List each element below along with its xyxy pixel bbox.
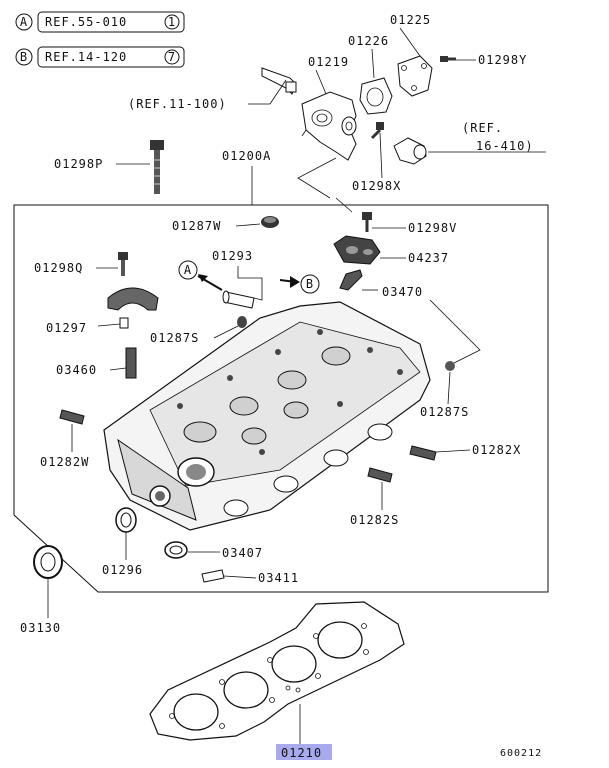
- svg-text:A: A: [184, 263, 192, 277]
- label-01282x: 01282X: [472, 443, 521, 457]
- label-01219: 01219: [308, 55, 349, 69]
- reference-b[interactable]: B REF.14-120 7: [15, 46, 185, 68]
- seal-01296[interactable]: [115, 507, 137, 533]
- svg-text:B: B: [20, 50, 28, 64]
- seal-03407[interactable]: [164, 541, 188, 559]
- label-01298y: 01298Y: [478, 53, 527, 67]
- reference-a[interactable]: A REF.55-010 1: [15, 11, 185, 33]
- label-03130: 03130: [20, 621, 61, 635]
- label-01282s: 01282S: [350, 513, 399, 527]
- label-03470: 03470: [382, 285, 423, 299]
- svg-text:1: 1: [168, 15, 176, 29]
- label-03411: 03411: [258, 571, 299, 585]
- label-01287s-b: 01287S: [420, 405, 469, 419]
- bolt-01298q[interactable]: [118, 252, 128, 276]
- gasket-03411[interactable]: [201, 569, 225, 583]
- ref-b-text: REF.14-120: [45, 50, 127, 64]
- ref-b-box: [37, 46, 185, 68]
- ref-a-text: REF.55-010: [45, 15, 127, 29]
- head-gasket-01210[interactable]: [149, 601, 405, 741]
- label-01210[interactable]: 01210: [281, 746, 322, 760]
- stud-01282x[interactable]: [409, 445, 437, 461]
- label-01210-highlight: [276, 744, 332, 760]
- gasket-01226[interactable]: [359, 77, 393, 115]
- label-01293: 01293: [212, 249, 253, 263]
- bolt-01298y[interactable]: [440, 56, 456, 62]
- label-01225: 01225: [390, 13, 431, 27]
- sleeve-01297[interactable]: [119, 317, 129, 329]
- label-01200a: 01200A: [222, 149, 271, 163]
- plug-01287s-b[interactable]: [445, 361, 455, 371]
- label-01298p: 01298P: [54, 157, 103, 171]
- ref-a-circle-icon: [15, 13, 33, 31]
- cover-plate-01225[interactable]: [397, 55, 433, 97]
- plug-01287s-a[interactable]: [237, 316, 247, 328]
- marker-b[interactable]: B: [279, 274, 320, 294]
- svg-text:A: A: [20, 15, 28, 29]
- bearing-cap[interactable]: [107, 287, 159, 311]
- bolt-01298v[interactable]: [362, 212, 372, 232]
- diagram-code: 600212: [500, 748, 542, 759]
- marker-a-circle-icon: [178, 260, 198, 280]
- sensor-small[interactable]: [261, 67, 297, 95]
- assembly-frame: [13, 204, 549, 593]
- label-01287w: 01287W: [172, 219, 221, 233]
- bolt-01298p[interactable]: [150, 140, 164, 194]
- marker-b-circle-icon: [300, 274, 320, 294]
- ref-16-410-line2: 16-410): [476, 139, 534, 153]
- label-01298q: 01298Q: [34, 261, 83, 275]
- marker-a[interactable]: A: [178, 260, 223, 291]
- ref-a-box: [37, 11, 185, 33]
- tube-03460[interactable]: [125, 347, 137, 379]
- label-01287s-a: 01287S: [150, 331, 199, 345]
- label-01296: 01296: [102, 563, 143, 577]
- valve-03470[interactable]: [339, 269, 363, 291]
- label-01298x: 01298X: [352, 179, 401, 193]
- water-outlet-01219[interactable]: [301, 91, 357, 161]
- label-01226: 01226: [348, 34, 389, 48]
- stud-01282s[interactable]: [367, 467, 393, 483]
- bolt-01298x[interactable]: [370, 122, 384, 140]
- ref-b-count-circle: [164, 49, 180, 65]
- plug-01293[interactable]: [222, 290, 255, 309]
- ref-b-circle-icon: [15, 48, 33, 66]
- label-03407: 03407: [222, 546, 263, 560]
- ref-16-410-line1: (REF.: [462, 121, 503, 135]
- svg-text:7: 7: [168, 50, 176, 64]
- label-01298v: 01298V: [408, 221, 457, 235]
- plug-01287w[interactable]: [261, 216, 279, 228]
- label-03460: 03460: [56, 363, 97, 377]
- ref-11-100: (REF.11-100): [128, 97, 227, 111]
- cylinder-head-01200a[interactable]: [103, 301, 431, 531]
- ref-a-count-circle: [164, 14, 180, 30]
- cap-04237[interactable]: [333, 235, 381, 265]
- hose-fitting[interactable]: [393, 137, 427, 165]
- oil-seal-03130[interactable]: [33, 545, 63, 579]
- label-01297: 01297: [46, 321, 87, 335]
- stud-01282w[interactable]: [59, 409, 85, 425]
- label-01282w: 01282W: [40, 455, 89, 469]
- svg-text:B: B: [306, 277, 314, 291]
- label-04237: 04237: [408, 251, 449, 265]
